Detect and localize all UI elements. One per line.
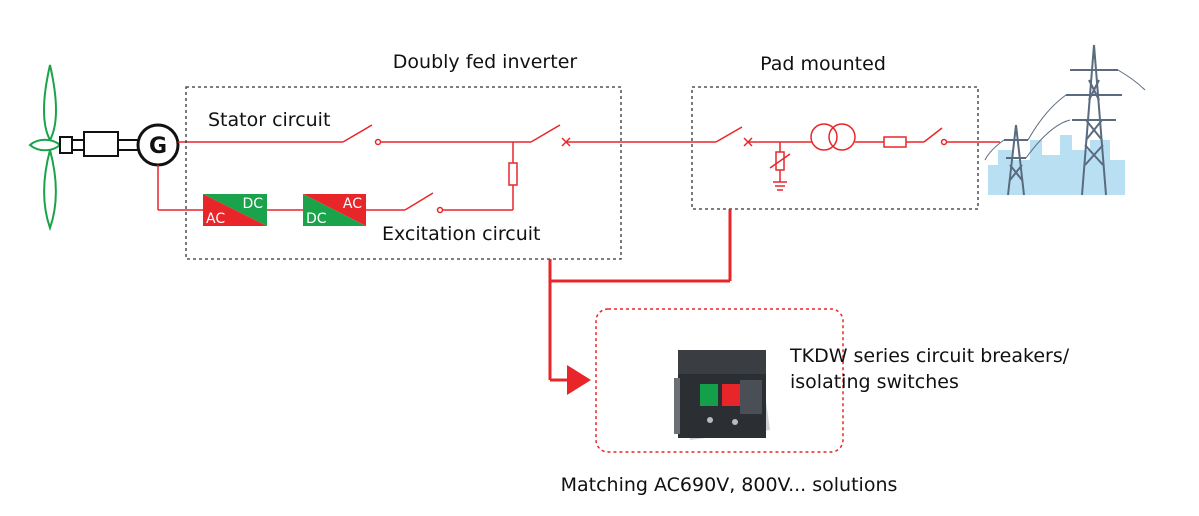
converter-1: DC AC <box>203 194 267 227</box>
circuit-breaker-icon <box>674 350 770 440</box>
converter-2-bottom-label: DC <box>306 211 327 227</box>
converter-1-top-label: DC <box>242 196 263 212</box>
stator-wiring <box>178 124 716 210</box>
inverter-box <box>185 86 622 260</box>
inverter-title: Doubly fed inverter <box>393 51 578 73</box>
connection-lines <box>548 209 732 395</box>
generator-icon: G <box>136 123 180 167</box>
solutions-label: Matching AC690V, 800V... solutions <box>561 474 898 496</box>
converter-1-bottom-label: AC <box>206 211 225 227</box>
product-label-line1: TKDW series circuit breakers/ <box>789 345 1070 367</box>
pad-wiring <box>715 123 1000 191</box>
wind-turbine-icon <box>28 64 138 232</box>
stator-circuit-label: Stator circuit <box>208 109 330 131</box>
product-label-line2: isolating switches <box>790 371 959 393</box>
product-box <box>595 308 844 453</box>
transmission-tower-icon <box>984 44 1146 196</box>
excitation-circuit-label: Excitation circuit <box>382 223 541 245</box>
generator-label: G <box>149 134 167 159</box>
converter-2-top-label: AC <box>343 196 362 212</box>
excitation-wiring <box>157 165 513 214</box>
pad-mounted-title: Pad mounted <box>760 53 886 75</box>
converter-2: AC DC <box>303 194 366 227</box>
